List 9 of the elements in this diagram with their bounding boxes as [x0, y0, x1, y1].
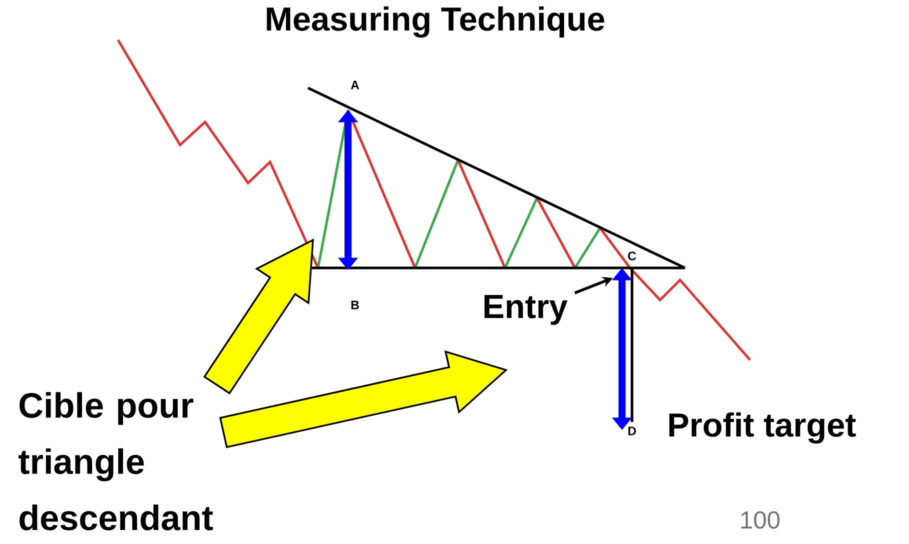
callout-text: Cible pour triangle descendant: [18, 392, 213, 530]
title: Measuring Technique: [266, 6, 604, 38]
corner-letter: A: [350, 80, 360, 90]
target-label: Profit target: [669, 412, 856, 444]
page-number: 100: [741, 511, 780, 529]
corner-letter: B: [351, 300, 359, 310]
corner-letter: C: [628, 252, 636, 260]
entry-label: Entry: [484, 295, 568, 325]
corner-letter: D: [628, 426, 636, 436]
